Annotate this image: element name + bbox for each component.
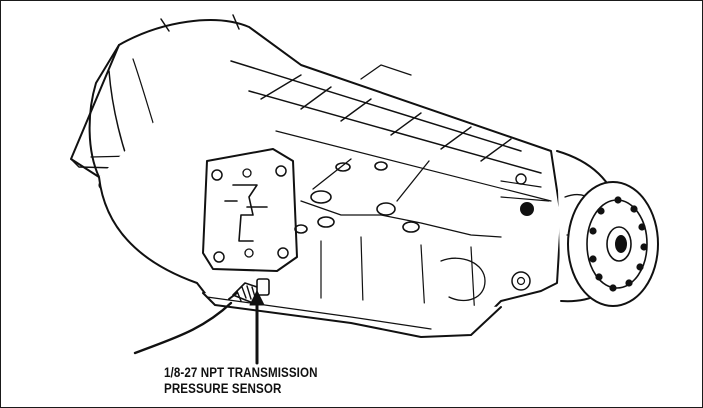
leader-arrow	[249, 290, 265, 365]
sensor-wire	[133, 301, 233, 355]
case-bosses	[294, 158, 430, 234]
callout-line-2: PRESSURE SENSOR	[164, 381, 282, 396]
sensor-callout-label: 1/8-27 NPT TRANSMISSION PRESSURE SENSOR	[164, 365, 318, 397]
arrow-up-icon	[249, 290, 265, 306]
callout-line-1: 1/8-27 NPT TRANSMISSION	[164, 365, 318, 380]
valve-cover	[202, 148, 298, 272]
output-flange	[567, 181, 659, 307]
